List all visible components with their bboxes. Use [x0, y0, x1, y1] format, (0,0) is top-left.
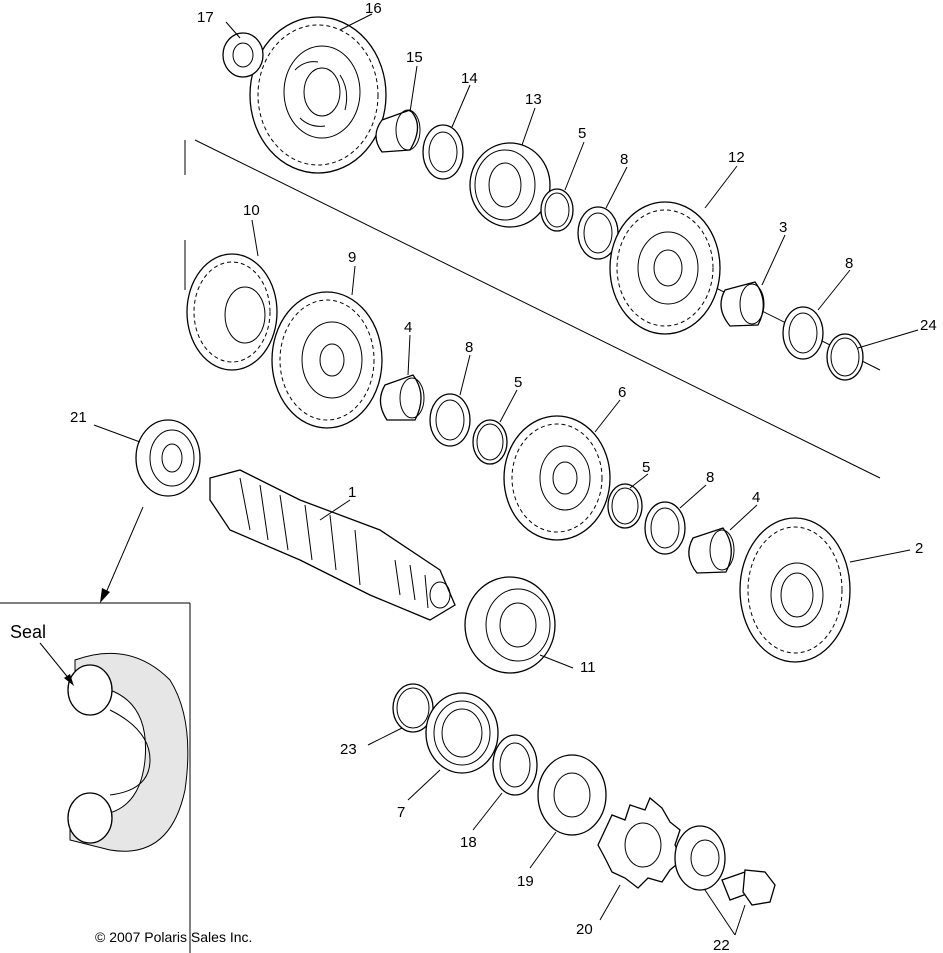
- spacer-19[interactable]: [537, 754, 607, 836]
- snap-ring-5-top[interactable]: [540, 188, 574, 232]
- bolt-22[interactable]: [721, 869, 776, 906]
- callout-12: 12: [728, 149, 745, 166]
- washer-14[interactable]: [422, 124, 464, 180]
- needle-bearing-4-upper[interactable]: [379, 374, 425, 421]
- callout-8d: 8: [706, 469, 714, 486]
- needle-bearing-15[interactable]: [375, 109, 421, 153]
- callout-23: 23: [340, 741, 357, 758]
- callout-6: 6: [618, 384, 626, 401]
- callout-4b: 4: [752, 489, 760, 506]
- washer-8-mid[interactable]: [429, 393, 471, 447]
- callout-8b: 8: [845, 255, 853, 272]
- washer-8-right[interactable]: [782, 306, 824, 360]
- ring-23[interactable]: [392, 683, 434, 733]
- callout-18: 18: [460, 834, 477, 851]
- washer-8-lower[interactable]: [644, 501, 686, 555]
- callout-10: 10: [243, 202, 260, 219]
- callout-21: 21: [70, 409, 87, 426]
- callout-19: 19: [517, 873, 534, 890]
- callout-20: 20: [576, 921, 593, 938]
- gear-10[interactable]: [186, 253, 278, 371]
- ball-bearing-11[interactable]: [464, 576, 556, 674]
- copyright-text: © 2007 Polaris Sales Inc.: [95, 929, 252, 945]
- inset-pointer-arrow: [39, 506, 144, 686]
- sprocket-20[interactable]: [597, 796, 683, 889]
- seal-inset-box: [0, 602, 191, 953]
- seal-7[interactable]: [425, 692, 499, 774]
- callout-11: 11: [580, 659, 596, 676]
- washer-17[interactable]: [222, 32, 264, 78]
- gear-6[interactable]: [503, 415, 611, 541]
- callout-17: 17: [197, 9, 214, 26]
- needle-bearing-4-lower[interactable]: [688, 527, 735, 574]
- ring-24[interactable]: [826, 333, 864, 381]
- leader-lines: [93, 13, 919, 936]
- shift-collar-13[interactable]: [469, 142, 551, 228]
- callout-2: 2: [915, 540, 923, 557]
- gear-12[interactable]: [609, 201, 721, 335]
- gear-16[interactable]: [249, 16, 387, 174]
- callout-15: 15: [406, 49, 423, 66]
- callout-24: 24: [920, 317, 937, 334]
- gear-9[interactable]: [271, 291, 383, 429]
- callout-13: 13: [525, 91, 542, 108]
- washer-22[interactable]: [674, 825, 726, 891]
- callout-9: 9: [348, 249, 356, 266]
- callout-5c: 5: [642, 459, 650, 476]
- gear-2[interactable]: [739, 517, 851, 663]
- callout-14: 14: [461, 70, 478, 87]
- callout-1: 1: [348, 484, 356, 501]
- callout-5b: 5: [514, 374, 522, 391]
- callout-22: 22: [713, 937, 730, 953]
- shaft-1[interactable]: [209, 469, 456, 621]
- callout-4a: 4: [404, 319, 412, 336]
- snap-ring-5-lower[interactable]: [607, 483, 643, 529]
- callout-16: 16: [365, 0, 382, 17]
- callout-5a: 5: [578, 125, 586, 142]
- callout-8a: 8: [620, 151, 628, 168]
- needle-bearing-3[interactable]: [720, 281, 765, 327]
- bushing-18[interactable]: [492, 734, 538, 796]
- callout-3: 3: [779, 219, 787, 236]
- snap-ring-5-mid[interactable]: [472, 419, 508, 465]
- callout-8c: 8: [465, 339, 473, 356]
- inset-seal-label: Seal: [10, 622, 46, 642]
- callout-labels: 16 17 15 14 13 5 8 12 3 8 24 10 9 4 8 5 …: [70, 0, 937, 953]
- callout-7: 7: [397, 804, 405, 821]
- ball-bearing-21[interactable]: [135, 419, 201, 497]
